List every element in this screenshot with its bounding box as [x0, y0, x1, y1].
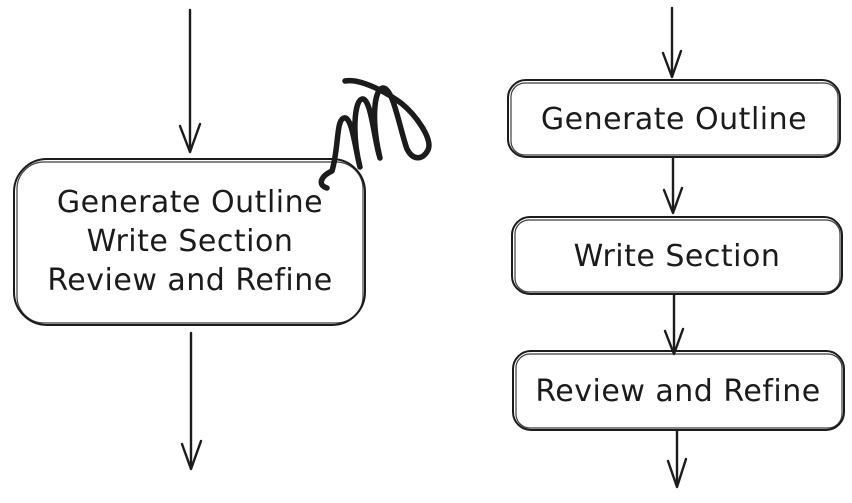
right-node-3-border-sketch — [515, 353, 843, 429]
right-arrow-4-head — [666, 457, 688, 489]
right-node-1-border — [507, 79, 841, 158]
right-node-2-border — [511, 216, 843, 295]
right-node-3-border — [512, 350, 845, 431]
left-combined-node: Generate Outline Write Section Review an… — [13, 158, 366, 326]
right-arrow-1-head — [661, 49, 683, 79]
left-node-line-1: Generate Outline — [57, 185, 323, 220]
left-arrow-out — [180, 331, 203, 471]
left-node-line-3: Review and Refine — [47, 263, 332, 298]
right-node-1-border-sketch — [510, 82, 839, 156]
right-arrow-1 — [661, 6, 683, 79]
scribble-icon — [318, 77, 432, 191]
right-node-2-border-sketch — [514, 219, 841, 293]
right-arrow-2-head — [662, 186, 684, 215]
left-arrow-in-head — [178, 122, 202, 154]
right-node-write-section: Write Section — [511, 216, 843, 295]
right-node-3-label: Review and Refine — [535, 374, 820, 409]
left-combined-node-border — [13, 158, 366, 326]
left-combined-node-border-sketch — [16, 161, 364, 324]
left-node-line-2: Write Section — [87, 224, 294, 259]
right-arrow-4 — [666, 429, 688, 489]
right-node-review-refine: Review and Refine — [512, 350, 845, 431]
right-arrow-2 — [662, 156, 684, 215]
left-arrow-out-head — [180, 439, 203, 471]
right-arrow-3 — [663, 293, 685, 356]
right-node-2-label: Write Section — [574, 239, 781, 274]
right-flow: Generate Outline Write Section Review an… — [507, 6, 845, 489]
left-arrow-in — [178, 8, 202, 154]
right-node-1-label: Generate Outline — [541, 102, 807, 137]
left-flow: Generate Outline Write Section Review an… — [13, 8, 432, 471]
right-node-generate-outline: Generate Outline — [507, 79, 841, 158]
